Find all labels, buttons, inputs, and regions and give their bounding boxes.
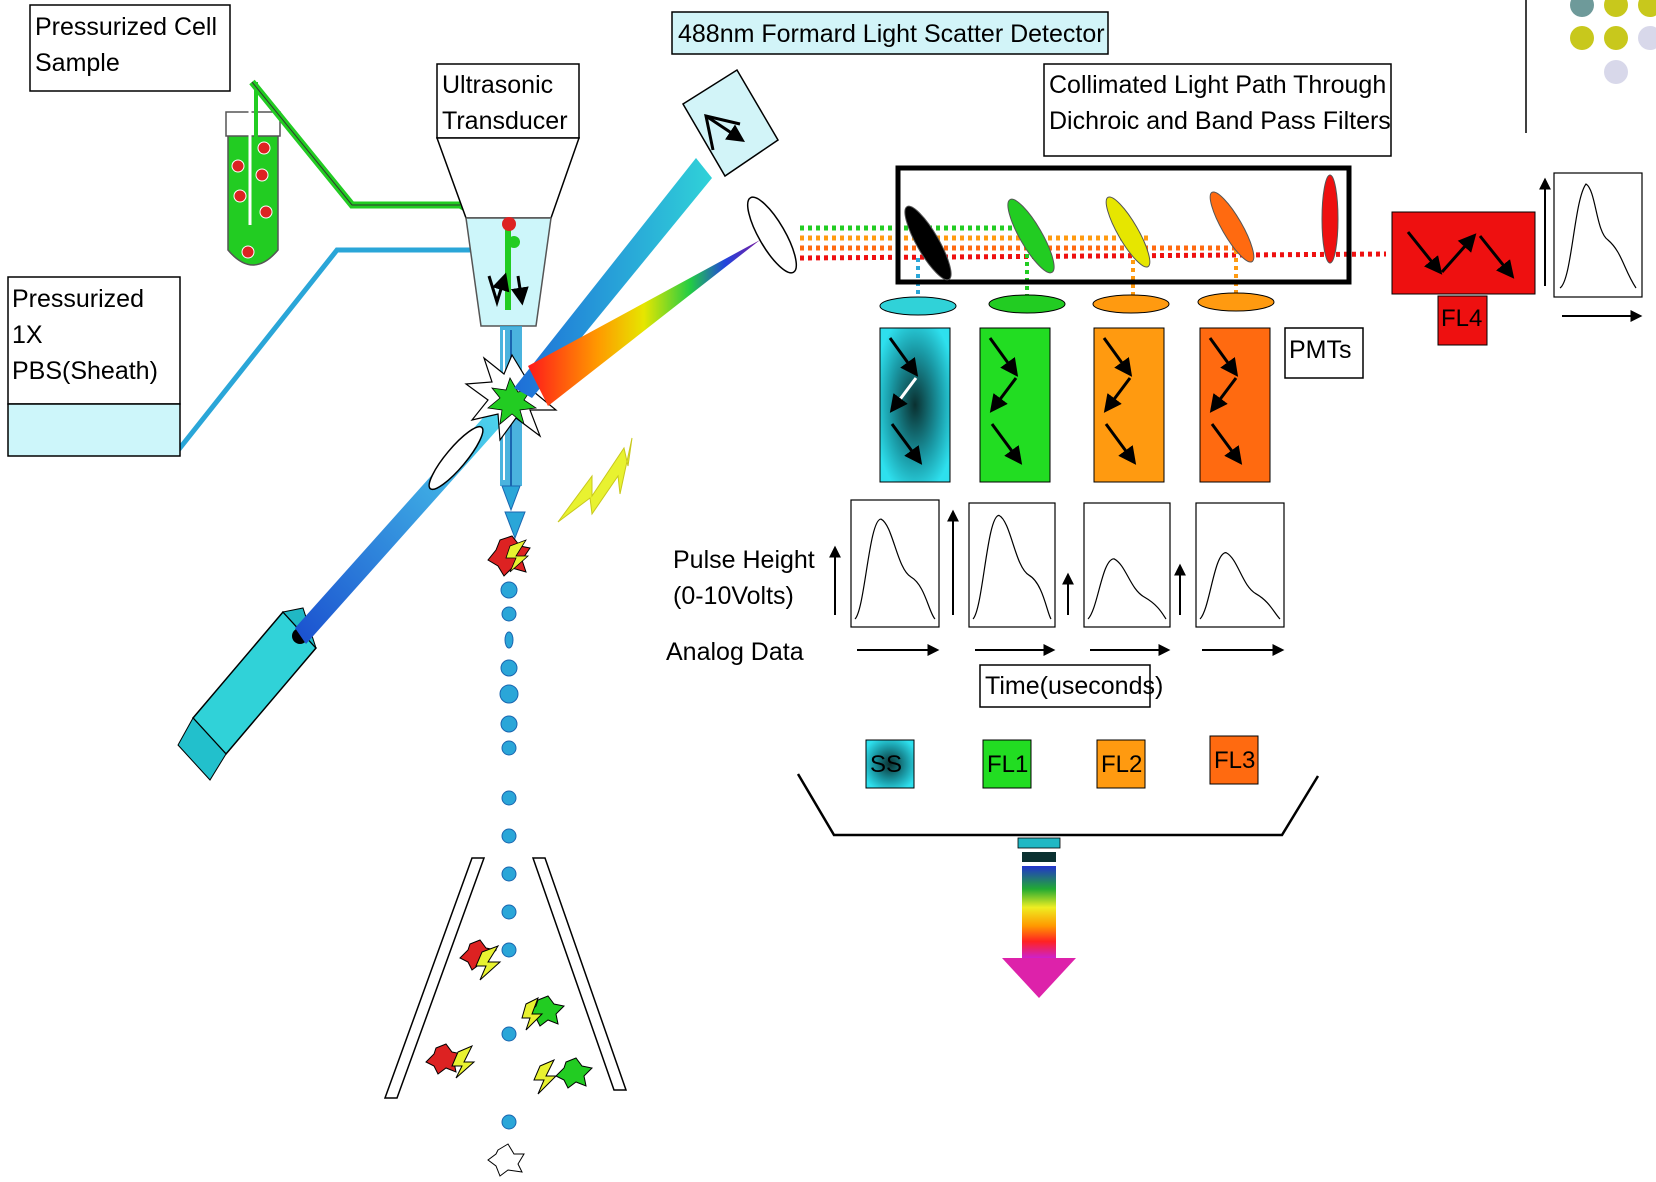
pulse-plot-fl1 bbox=[947, 502, 1056, 656]
filter-housing bbox=[895, 165, 1352, 285]
svg-text:Sample: Sample bbox=[35, 49, 120, 77]
droplets bbox=[499, 550, 519, 1130]
svg-text:Time(useconds): Time(useconds) bbox=[985, 672, 1163, 700]
decorative-dots bbox=[1525, 0, 1656, 133]
time-label: Time(useconds) bbox=[979, 664, 1163, 708]
sample-tube bbox=[225, 82, 281, 266]
collector-tray bbox=[796, 773, 1320, 837]
pmt-fl3 bbox=[1199, 327, 1271, 483]
fluorescence-cone bbox=[528, 240, 760, 406]
pulse-plot-ss bbox=[829, 499, 940, 656]
forward-detector-label: 488nm Formard Light Scatter Detector bbox=[671, 11, 1109, 55]
pmt-fl1 bbox=[979, 327, 1051, 483]
svg-text:Pressurized: Pressurized bbox=[12, 285, 144, 313]
charged-droplet bbox=[487, 535, 531, 577]
tag-fl2: FL2 bbox=[1096, 739, 1146, 789]
svg-text:Pulse Height: Pulse Height bbox=[673, 546, 815, 574]
svg-text:Collimated Light Path Through: Collimated Light Path Through bbox=[1049, 71, 1386, 99]
band-pass-lenses bbox=[879, 292, 1275, 316]
pmt-ss bbox=[879, 327, 951, 483]
output-arrow bbox=[1002, 837, 1076, 998]
tag-label: SS bbox=[870, 751, 902, 778]
sheath-line bbox=[174, 247, 484, 455]
dotted-beams bbox=[799, 225, 1387, 296]
pmt-fl2 bbox=[1093, 327, 1165, 483]
pmts-label: PMTs bbox=[1284, 327, 1364, 379]
pmt-array bbox=[879, 327, 1271, 483]
collimated-label: Collimated Light Path Through Dichroic a… bbox=[1043, 63, 1392, 157]
tag-label: FL2 bbox=[1101, 751, 1142, 778]
svg-text:(0-10Volts): (0-10Volts) bbox=[673, 582, 794, 610]
tag-ss: SS bbox=[865, 739, 915, 789]
svg-text:Ultrasonic: Ultrasonic bbox=[442, 71, 553, 99]
sorted-cells bbox=[425, 939, 594, 1095]
fl4-label: FL4 bbox=[1441, 305, 1482, 332]
svg-text:PBS(Sheath): PBS(Sheath) bbox=[12, 357, 158, 385]
dichroic-mirrors bbox=[904, 174, 1339, 281]
svg-text:Transducer: Transducer bbox=[442, 107, 568, 135]
analog-data-label: Analog Data bbox=[666, 638, 804, 666]
collection-lens bbox=[746, 196, 798, 274]
pulse-plot-fl3 bbox=[1174, 502, 1285, 656]
nozzle bbox=[465, 217, 552, 327]
pmt-fl4: FL4 bbox=[1391, 211, 1536, 346]
svg-text:Dichroic and Band Pass Filters: Dichroic and Band Pass Filters bbox=[1049, 107, 1391, 135]
deflection-plates bbox=[383, 857, 628, 1099]
tag-fl3: FL3 bbox=[1209, 735, 1259, 785]
tag-label: FL3 bbox=[1214, 747, 1255, 774]
pulse-height-label: Pulse Height (0-10Volts) bbox=[673, 546, 815, 610]
svg-text:PMTs: PMTs bbox=[1289, 336, 1352, 364]
laser-lens bbox=[428, 425, 484, 491]
svg-text:1X: 1X bbox=[12, 321, 43, 349]
side-scatter-beam bbox=[514, 158, 712, 398]
lightning-icon bbox=[557, 437, 633, 523]
waste-cell-icon bbox=[487, 1143, 525, 1177]
tag-label: FL1 bbox=[987, 751, 1028, 778]
fl4-pulse bbox=[1539, 172, 1643, 322]
laser-source bbox=[177, 607, 318, 781]
svg-text:488nm Formard Light Scatter De: 488nm Formard Light Scatter Detector bbox=[678, 20, 1105, 48]
ultrasonic-transducer: Ultrasonic Transducer bbox=[435, 63, 581, 219]
cell-icons bbox=[231, 141, 273, 259]
svg-text:Pressurized Cell: Pressurized Cell bbox=[35, 13, 217, 41]
tag-fl1: FL1 bbox=[982, 739, 1032, 789]
pulse-plot-fl2 bbox=[1062, 502, 1171, 656]
channel-tags: SS FL1 FL2 FL3 bbox=[865, 735, 1259, 789]
sheath-reservoir: Pressurized 1X PBS(Sheath) bbox=[7, 276, 181, 457]
pulse-plots bbox=[829, 499, 1285, 656]
cell-sample-label: Pressurized Cell Sample bbox=[29, 4, 231, 92]
forward-scatter-detector bbox=[681, 68, 780, 178]
